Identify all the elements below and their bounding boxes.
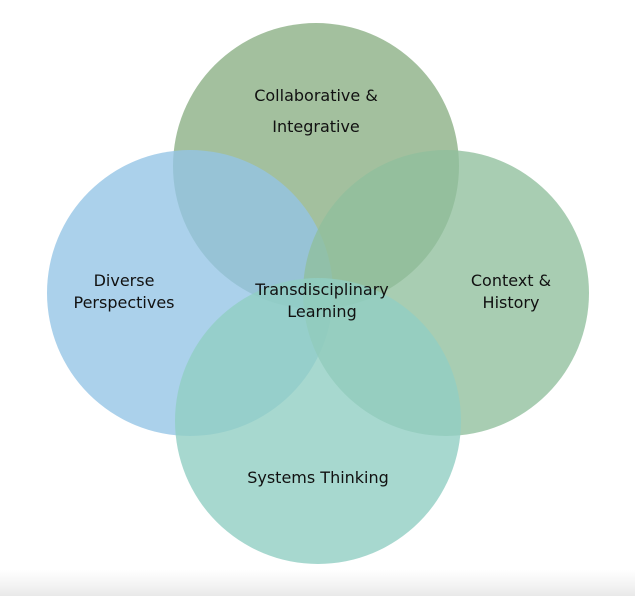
circle-systems-thinking (175, 278, 461, 564)
label-context-history: Context & History (471, 270, 551, 314)
label-line: Transdisciplinary (255, 280, 389, 299)
label-line: Integrative (272, 117, 360, 136)
center-label-transdisciplinary-learning: Transdisciplinary Learning (255, 279, 389, 323)
bottom-shadow-band (0, 570, 635, 596)
label-line: Context & (470, 271, 552, 290)
label-line: History (482, 293, 540, 312)
label-diverse-perspectives: Diverse Perspectives (74, 270, 175, 314)
label-systems-thinking: Systems Thinking (247, 467, 389, 489)
label-line: Collaborative & (254, 86, 378, 105)
label-line: Perspectives (73, 293, 175, 312)
label-collaborative-integrative: Collaborative & Integrative (254, 80, 378, 142)
label-line: Systems Thinking (247, 468, 389, 487)
label-line: Learning (287, 302, 357, 321)
label-line: Diverse (93, 271, 155, 290)
